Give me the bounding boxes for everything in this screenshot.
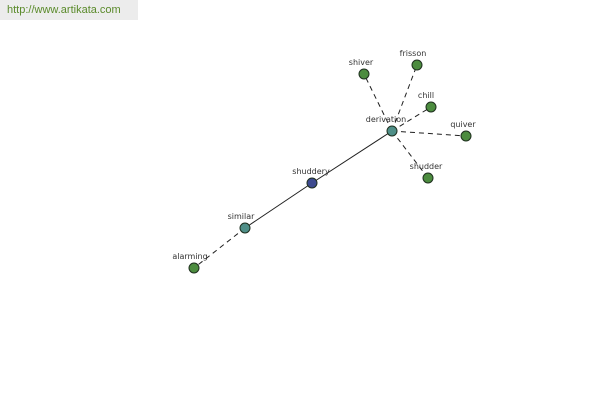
node-alarming[interactable]: alarming	[172, 252, 208, 274]
edge-derivation-chill	[391, 106, 432, 132]
node-dot-shiver[interactable]	[358, 68, 370, 80]
node-label-quiver[interactable]: quiver	[450, 120, 476, 129]
source-link[interactable]: http://www.artikata.com	[7, 4, 121, 16]
node-label-similar[interactable]: similar	[228, 212, 256, 221]
edge-derivation-shiver	[363, 73, 393, 132]
node-label-shiver[interactable]: shiver	[349, 58, 374, 67]
node-label-chill[interactable]: chill	[418, 91, 434, 100]
node-label-derivation[interactable]: derivation	[366, 115, 406, 124]
node-dot-quiver[interactable]	[460, 130, 472, 142]
edge-derivation-quiver	[391, 130, 467, 137]
edge-derivation-shudder	[391, 130, 429, 179]
node-frisson[interactable]: frisson	[400, 49, 427, 71]
node-dot-frisson[interactable]	[411, 59, 423, 71]
node-shiver[interactable]: shiver	[349, 58, 374, 80]
node-label-frisson[interactable]: frisson	[400, 49, 427, 58]
node-dot-alarming[interactable]	[188, 262, 200, 274]
node-dot-derivation[interactable]	[386, 125, 398, 137]
edge-similar-alarming	[193, 227, 246, 269]
graph-nodes: shuddery derivation similar alarming shiver f…	[172, 49, 476, 274]
node-quiver[interactable]: quiver	[450, 120, 476, 142]
node-dot-similar[interactable]	[239, 222, 251, 234]
node-dot-shuddery[interactable]	[306, 177, 318, 189]
edge-shuddery-similar	[244, 182, 313, 229]
node-dot-chill[interactable]	[425, 101, 437, 113]
node-shuddery[interactable]: shuddery	[292, 167, 330, 189]
node-label-alarming[interactable]: alarming	[172, 252, 207, 261]
edge-derivation-frisson	[391, 64, 418, 132]
node-label-shudder[interactable]: shudder	[410, 162, 443, 171]
node-dot-shudder[interactable]	[422, 172, 434, 184]
edge-shuddery-derivation	[311, 130, 393, 184]
source-banner: http://www.artikata.com	[0, 0, 138, 20]
node-similar[interactable]: similar	[228, 212, 256, 234]
node-derivation[interactable]: derivation	[366, 115, 406, 137]
node-label-shuddery[interactable]: shuddery	[292, 167, 330, 176]
graph-edges	[193, 64, 467, 269]
node-shudder[interactable]: shudder	[410, 162, 443, 184]
node-chill[interactable]: chill	[418, 91, 437, 113]
